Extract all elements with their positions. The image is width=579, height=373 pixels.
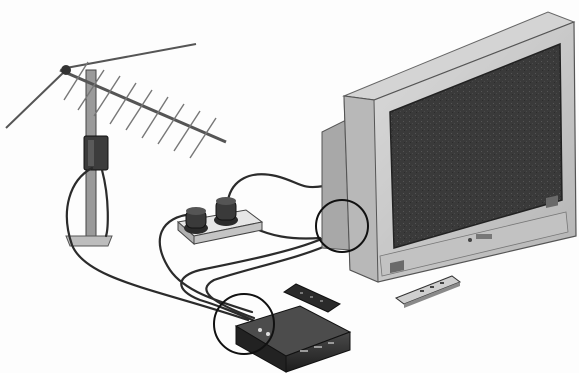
plug-icon [214, 197, 238, 226]
antenna-boom [60, 70, 226, 142]
remote-icon [396, 276, 460, 308]
remote-icon [284, 284, 340, 312]
tv-power-cable [228, 174, 324, 200]
set-top-box-icon [236, 306, 350, 372]
crt-tv-icon [322, 12, 576, 282]
amplifier-box-icon [84, 136, 108, 170]
plug-icon [184, 207, 208, 234]
